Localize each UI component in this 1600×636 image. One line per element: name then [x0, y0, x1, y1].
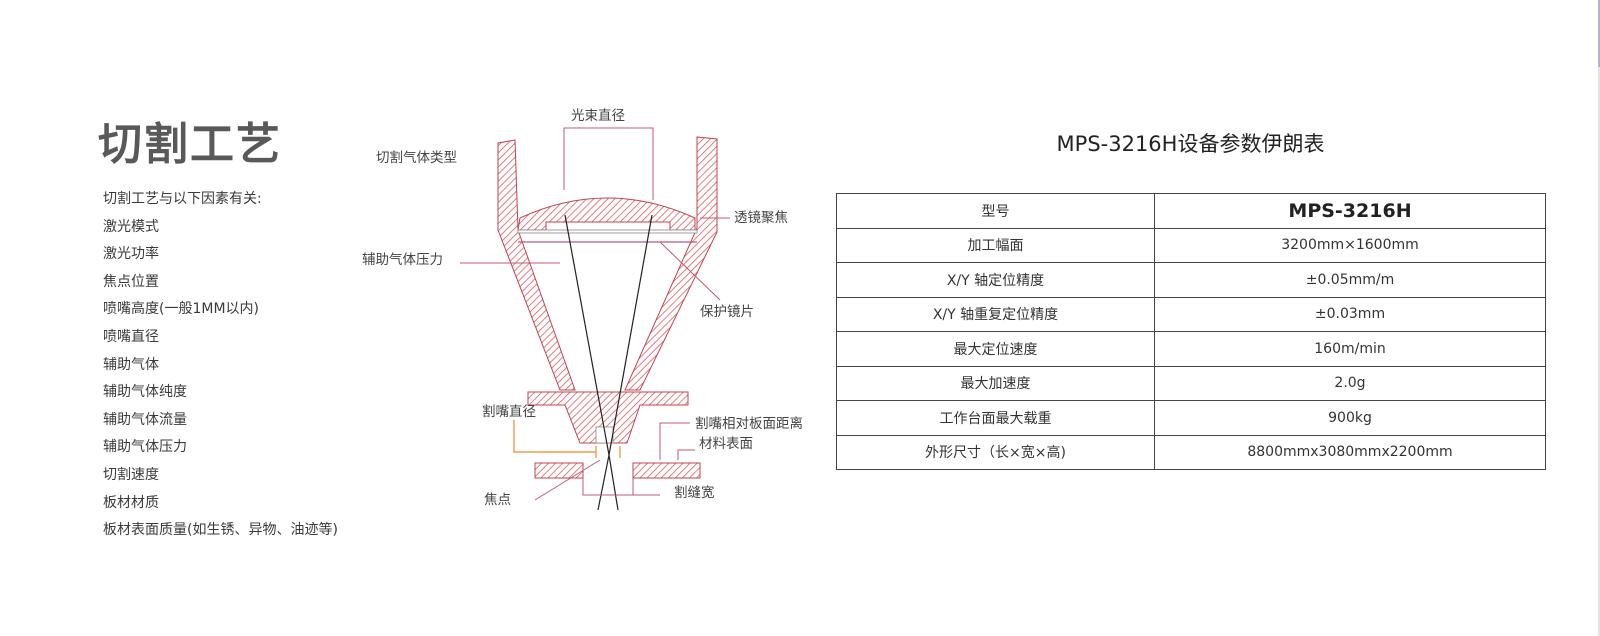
factor-intro: 切割工艺与以下因素有关:	[103, 191, 262, 207]
factor-item: 激光模式	[103, 218, 159, 235]
table-row: X/Y 轴定位精度±0.05mm/m	[836, 262, 1546, 298]
label-lens-focus: 透镜聚焦	[734, 210, 788, 226]
row-value: 900kg	[1154, 400, 1546, 436]
row-value: 160m/min	[1154, 331, 1546, 367]
factor-item: 辅助气体压力	[103, 439, 187, 456]
factor-list: 切割工艺与以下因素有关: 激光模式 激光功率 焦点位置 喷嘴高度(一般1MM以内…	[103, 186, 338, 545]
factor-item: 辅助气体流量	[103, 411, 187, 428]
row-value: 3200mm×1600mm	[1154, 227, 1546, 263]
row-value: 8800mmx3080mmx2200mm	[1154, 434, 1546, 470]
row-value: ±0.03mm	[1154, 296, 1546, 332]
factor-item: 板材材质	[103, 494, 159, 511]
factor-item: 喷嘴直径	[103, 328, 159, 345]
table-row: X/Y 轴重复定位精度±0.03mm	[836, 296, 1546, 332]
beam-left	[564, 214, 610, 456]
scrollbar[interactable]	[1598, 0, 1600, 636]
row-label: 外形尺寸（长×宽×高)	[836, 434, 1155, 470]
nozzle-flange	[527, 391, 689, 444]
row-label: 加工幅面	[836, 227, 1155, 263]
left-tube-wall	[497, 139, 576, 391]
row-value: ±0.05mm/m	[1154, 262, 1546, 298]
material-plate-left	[534, 462, 584, 479]
material-plate-right	[632, 462, 701, 479]
row-label: 最大加速度	[836, 365, 1155, 401]
label-gas-type: 切割气体类型	[376, 150, 457, 166]
row-value: 2.0g	[1154, 365, 1546, 401]
label-beam-diameter: 光束直径	[571, 108, 625, 124]
label-nozzle-diameter: 割嘴直径	[482, 404, 536, 420]
row-value: MPS-3216H	[1154, 193, 1546, 229]
row-label: 最大定位速度	[836, 331, 1155, 367]
factor-item: 焦点位置	[103, 273, 159, 290]
label-protective-lens: 保护镜片	[700, 304, 754, 320]
row-label: 工作台面最大载重	[836, 400, 1155, 436]
table-row: 外形尺寸（长×宽×高)8800mmx3080mmx2200mm	[836, 434, 1546, 470]
label-focal-point: 焦点	[484, 492, 511, 508]
label-gas-pressure: 辅助气体压力	[362, 252, 443, 268]
beam-right	[608, 214, 653, 456]
focus-lens	[517, 197, 696, 231]
label-kerf-width: 割缝宽	[674, 485, 715, 501]
section-title: 切割工艺	[98, 119, 282, 170]
scrollbar-thumb[interactable]	[1598, 0, 1600, 67]
row-label: 型号	[836, 193, 1155, 229]
spec-table-title: MPS-3216H设备参数伊朗表	[1056, 132, 1325, 156]
right-tube-wall	[624, 136, 718, 391]
factor-item: 激光功率	[103, 246, 159, 263]
factor-item: 喷嘴高度(一般1MM以内)	[103, 301, 259, 318]
label-material-surface: 材料表面	[699, 436, 753, 452]
factor-item: 板材表面质量(如生锈、异物、油迹等)	[103, 522, 338, 539]
row-label: X/Y 轴定位精度	[836, 262, 1155, 298]
factor-item: 辅助气体	[103, 356, 159, 373]
factor-item: 辅助气体纯度	[103, 384, 187, 401]
factor-item: 切割速度	[103, 466, 159, 483]
label-nozzle-distance: 割嘴相对板面距离	[695, 416, 803, 432]
row-label: X/Y 轴重复定位精度	[836, 296, 1155, 332]
